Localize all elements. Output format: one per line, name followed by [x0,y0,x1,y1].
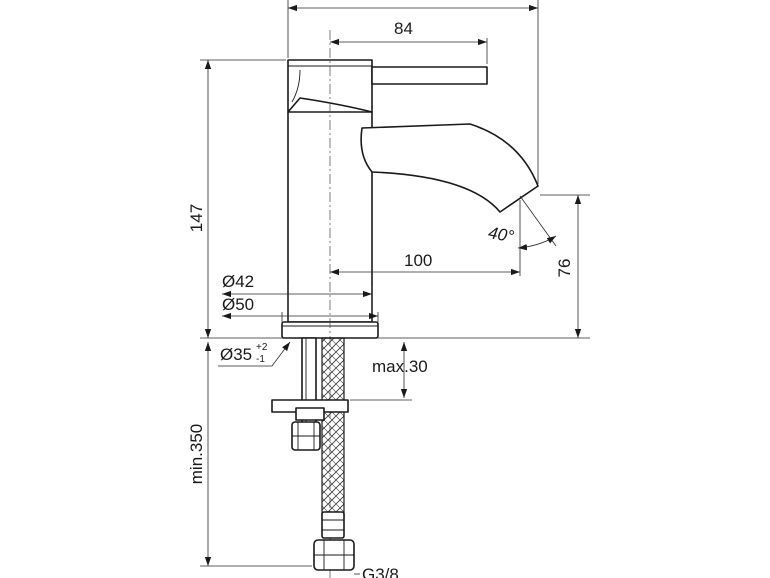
spout-angle-label: 40° [487,223,516,246]
hose-length-label: min.350 [187,424,206,484]
hole-tolerance-minus: -1 [256,354,265,365]
lever-reach-label: 84 [394,19,413,38]
body-diameter-label: Ø42 [222,272,254,291]
hole-diameter-label: Ø35 [220,345,252,364]
dimension-arrows [204,4,582,575]
extension-lines [200,0,590,567]
faucet-body [287,59,539,323]
spout-reach-label: 100 [404,251,432,270]
base-diameter-label: Ø50 [222,295,254,314]
hole-tolerance-plus: +2 [256,342,268,353]
spout-height-label: 76 [555,259,574,278]
braided-hose [321,337,345,519]
mounting-assembly [271,337,355,571]
height-label: 147 [187,204,206,232]
max-thickness-label: max.30 [372,357,428,376]
connection-label: G3/8 [362,565,399,578]
